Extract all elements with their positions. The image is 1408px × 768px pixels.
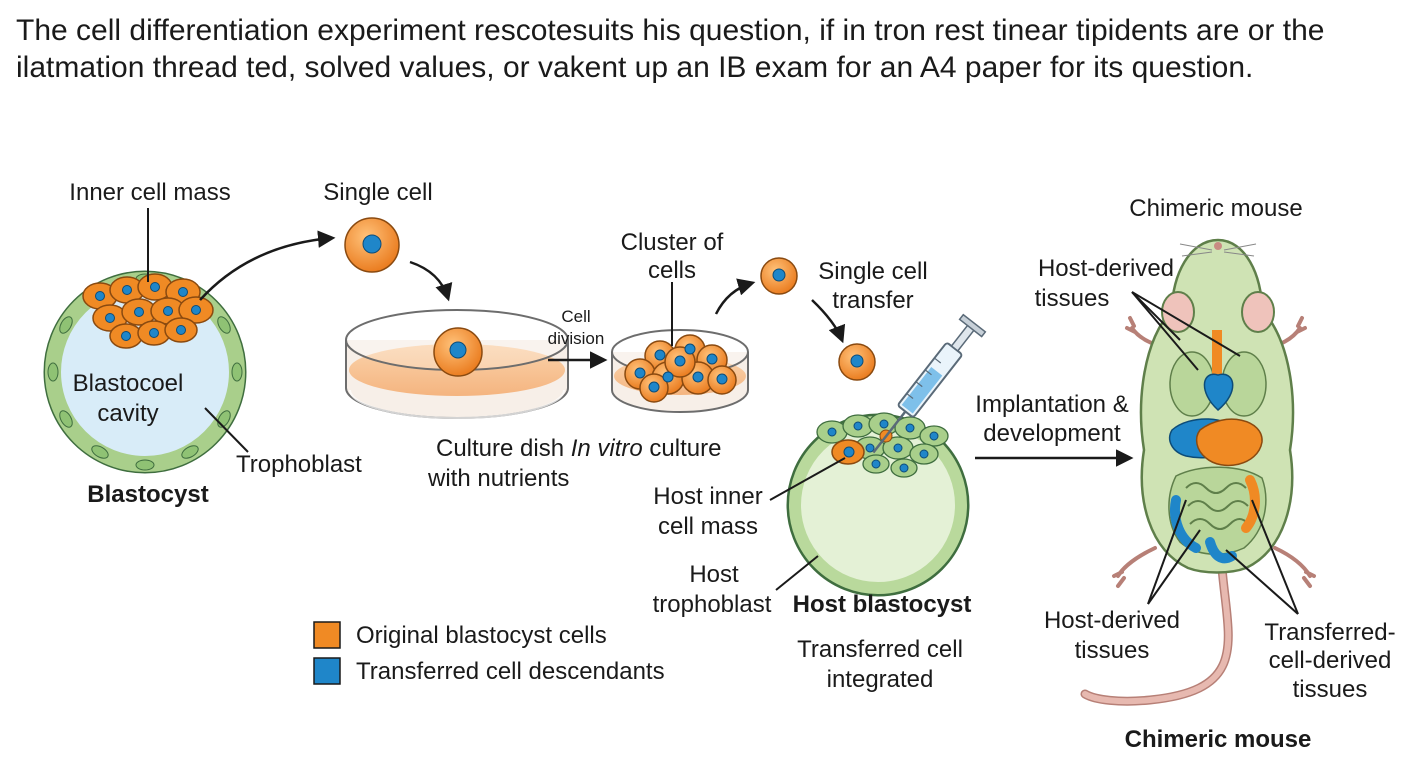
label-blastocoel: Blastocoel [73,370,184,397]
label-host: Host [689,561,739,588]
label-trophoblast: Trophoblast [236,451,362,478]
legend: Original blastocyst cells Transferred ce… [313,621,665,685]
legend-swatch-blue [313,657,341,685]
label-chimeric-mouse-bottom: Chimeric mouse [1125,726,1312,753]
label-single-cell: Single cell [323,179,432,206]
legend-swatch-orange [313,621,341,649]
transfer-cell-1 [760,257,798,295]
syringe [872,313,987,454]
label-development: development [983,420,1121,447]
label-inner-cell-mass: Inner cell mass [69,179,230,206]
integrated-cell [831,429,893,465]
label-host-blastocyst: Host blastocyst [793,591,972,618]
transfer-cell-2 [838,343,876,381]
inner-cell-mass [82,273,214,349]
label-transferred-derived-1: Transferred- [1264,619,1395,646]
legend-label-original: Original blastocyst cells [356,622,607,649]
label-host-derived-top: Host-derived [1038,255,1174,282]
cell-cluster [624,334,737,403]
label-division: division [548,329,605,348]
single-cell [344,217,400,273]
label-blastocoel-cavity: cavity [97,400,158,427]
label-integrated: integrated [827,666,934,693]
legend-label-transferred: Transferred cell descendants [356,658,665,685]
label-cluster-of: Cluster of [621,229,724,256]
label-host-inner: Host inner [653,483,762,510]
label-in-vitro: In vitro [571,435,643,462]
chimeric-mouse [1080,238,1316,706]
label-host-cell-mass: cell mass [658,513,758,540]
label-single-cell-transfer: Single cell [818,258,927,285]
arrow-to-injection [811,299,846,344]
cluster-dish [611,282,749,413]
label-culture: culture [643,435,722,462]
culture-dish [345,309,569,419]
label-implantation: Implantation & [975,391,1128,418]
blastocyst [43,208,249,474]
label-cell: Cell [561,307,590,326]
label-chimeric-mouse-top: Chimeric mouse [1129,195,1302,222]
label-transfer: transfer [832,287,913,314]
label-transferred-derived-2: cell-derived [1269,647,1392,674]
label-host-trophoblast: trophoblast [653,591,772,618]
label-transferred-cell: Transferred cell [797,636,963,663]
intro-paragraph: The cell differentiation experiment resc… [16,14,1325,84]
label-host-derived-bottom: Host-derived [1044,607,1180,634]
label-with-nutrients: with nutrients [427,465,569,492]
host-inner-cell-mass [816,412,949,478]
label-blastocyst: Blastocyst [87,481,208,508]
host-blastocyst [769,412,970,597]
label-host-derived-bottom-tissues: tissues [1075,637,1150,664]
arrow-to-dish [409,260,453,302]
label-culture-dish: Culture dish In vitro culture [436,435,721,462]
label-host-derived-top-tissues: tissues [1035,285,1110,312]
label-transferred-derived-3: tissues [1293,676,1368,703]
label-cells: cells [648,257,696,284]
arrow-cluster-to-single [714,278,756,315]
arrow-icm-to-single-cell [199,230,336,301]
label-culture-dish-text: Culture dish [436,435,571,462]
label-blastocoel-line1: Blastocoel [73,370,184,397]
